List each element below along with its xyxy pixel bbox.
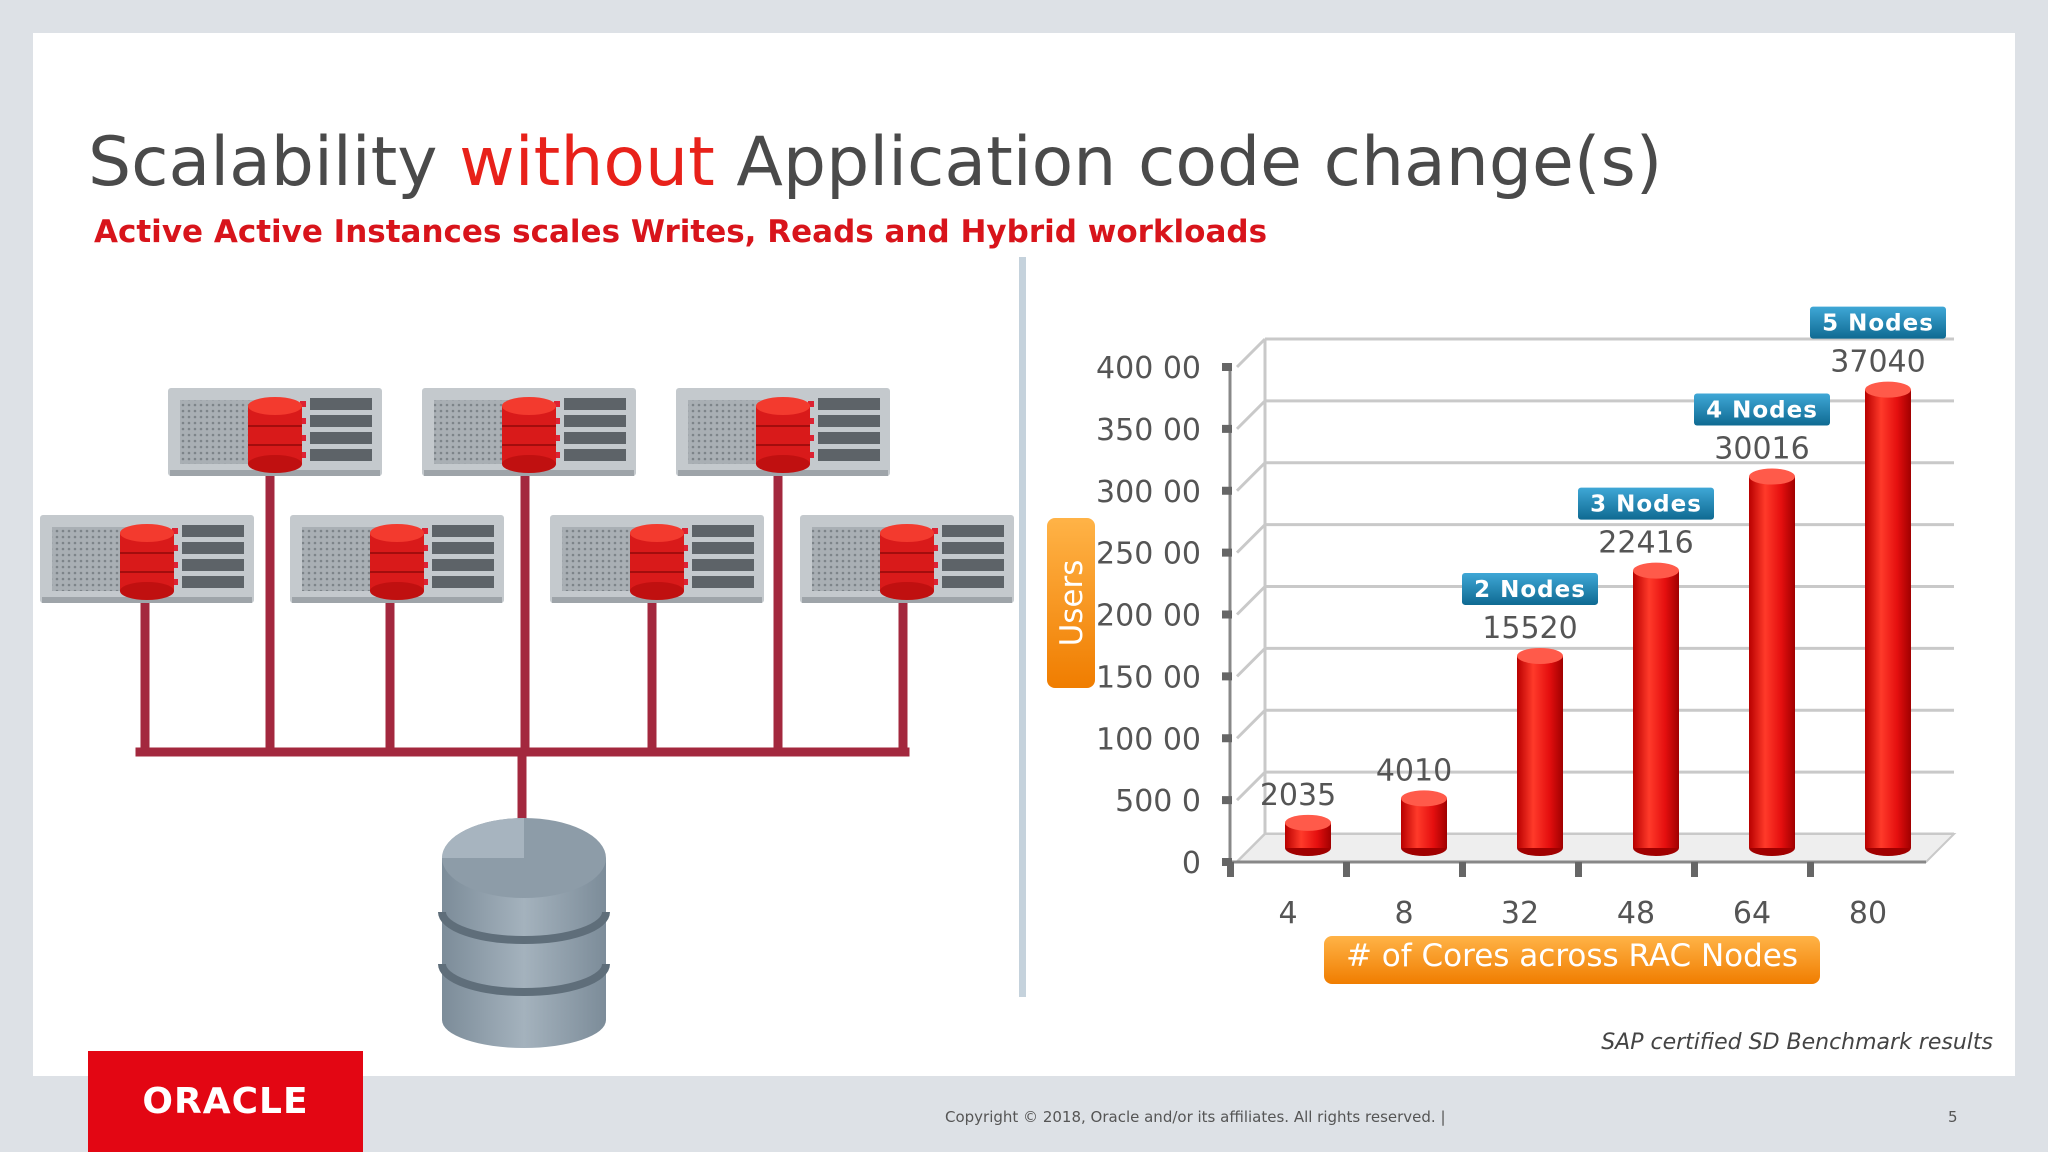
bar-4: 2035 xyxy=(1260,778,1336,856)
y-tick-label: 150 00 xyxy=(1096,660,1201,695)
grid-line xyxy=(1235,461,1267,492)
server-icon xyxy=(550,515,764,603)
y-tick-label: 0 xyxy=(1182,846,1201,881)
x-tick-mark xyxy=(1575,862,1582,877)
node-count-badge: 3 Nodes xyxy=(1578,487,1714,520)
x-tick-mark xyxy=(1459,862,1466,877)
server-icon xyxy=(40,515,254,603)
y-tick-label: 200 00 xyxy=(1096,599,1201,634)
x-tick-label: 8 xyxy=(1394,896,1413,931)
bar-top xyxy=(1285,814,1331,831)
database-icon xyxy=(438,818,610,1048)
bar-body xyxy=(1401,798,1447,848)
bar-32: 15520 2 Nodes xyxy=(1462,572,1598,856)
y-tick-mark xyxy=(1222,672,1232,681)
x-tick-mark xyxy=(1343,862,1350,877)
oracle-logo: ORACLE xyxy=(88,1051,363,1152)
bar-top xyxy=(1749,468,1795,485)
logo-text: ORACLE xyxy=(142,1081,309,1122)
y-tick-label: 350 00 xyxy=(1096,413,1201,448)
grid-line xyxy=(1235,399,1267,430)
data-label: 37040 xyxy=(1830,345,1925,380)
node-count-label: 4 Nodes xyxy=(1706,398,1818,424)
bar-body xyxy=(1865,389,1911,848)
x-tick-label: 32 xyxy=(1501,896,1539,931)
data-label: 30016 xyxy=(1714,432,1809,467)
server-icon xyxy=(168,388,382,476)
y-axis-label: Users xyxy=(1054,560,1090,647)
x-tick-mark xyxy=(1691,862,1698,877)
bar-body xyxy=(1517,655,1563,848)
x-tick-label: 48 xyxy=(1617,896,1655,931)
bar-48: 22416 3 Nodes xyxy=(1578,487,1714,856)
node-count-label: 3 Nodes xyxy=(1590,492,1702,518)
x-axis-title: # of Cores across RAC Nodes xyxy=(1324,936,1820,984)
x-tick-mark xyxy=(1807,862,1814,877)
bar-body xyxy=(1749,476,1795,848)
grid-line xyxy=(1235,709,1267,740)
data-label: 2035 xyxy=(1260,778,1336,813)
y-tick-label: 400 00 xyxy=(1096,351,1201,386)
chart-grid xyxy=(1228,337,1957,864)
copyright-text: Copyright © 2018, Oracle and/or its affi… xyxy=(945,1108,1446,1126)
y-tick-label: 300 00 xyxy=(1096,475,1201,510)
grid-line xyxy=(1235,585,1267,616)
y-tick-mark xyxy=(1222,486,1232,495)
bar-top xyxy=(1865,381,1911,398)
x-tick-mark xyxy=(1227,862,1234,877)
y-tick-mark xyxy=(1222,734,1232,743)
interconnect-lines xyxy=(135,467,910,835)
grid-line xyxy=(1235,647,1267,678)
page-number: 5 xyxy=(1948,1108,1958,1126)
y-tick-mark xyxy=(1222,363,1232,371)
vertical-divider xyxy=(1019,257,1026,997)
bar-8: 4010 xyxy=(1376,753,1452,856)
y-axis-title: Users xyxy=(1047,518,1095,688)
page-title: Scalability without Application code cha… xyxy=(88,123,1663,202)
grid-line xyxy=(1235,523,1267,554)
x-tick-label: 80 xyxy=(1849,896,1887,931)
x-tick-label: 4 xyxy=(1278,896,1297,931)
benchmark-footnote: SAP certified SD Benchmark results xyxy=(1601,1030,1993,1055)
grid-line xyxy=(1235,337,1267,369)
bar-top xyxy=(1633,562,1679,579)
server-icon xyxy=(676,388,890,476)
grid-line xyxy=(1235,771,1267,802)
server-icon xyxy=(422,388,636,476)
bar-64: 30016 4 Nodes xyxy=(1694,393,1830,856)
data-label: 22416 xyxy=(1598,526,1693,561)
data-label: 15520 xyxy=(1482,611,1577,646)
bar-top xyxy=(1517,647,1563,664)
y-tick-mark xyxy=(1222,548,1232,557)
y-tick-mark xyxy=(1222,796,1232,805)
page-subtitle: Active Active Instances scales Writes, R… xyxy=(94,214,1268,250)
node-count-badge: 4 Nodes xyxy=(1694,393,1830,426)
node-count-badge: 2 Nodes xyxy=(1462,572,1598,605)
y-tick-mark xyxy=(1222,610,1232,619)
data-label: 4010 xyxy=(1376,753,1452,788)
y-tick-label: 100 00 xyxy=(1096,722,1201,757)
x-axis-label: # of Cores across RAC Nodes xyxy=(1346,938,1798,974)
bar-80: 37040 5 Nodes xyxy=(1810,306,1946,856)
server-icon xyxy=(800,515,1014,603)
y-tick-label: 250 00 xyxy=(1096,537,1201,572)
title-highlight: without xyxy=(459,123,715,202)
y-tick-label: 500 0 xyxy=(1115,784,1201,819)
y-tick-mark xyxy=(1222,424,1232,433)
server-icon xyxy=(290,515,504,603)
node-count-label: 5 Nodes xyxy=(1822,311,1934,337)
node-count-label: 2 Nodes xyxy=(1474,577,1586,603)
bar-top xyxy=(1401,790,1447,807)
x-tick-label: 64 xyxy=(1733,896,1771,931)
node-count-badge: 5 Nodes xyxy=(1810,306,1946,339)
bar-body xyxy=(1633,570,1679,848)
